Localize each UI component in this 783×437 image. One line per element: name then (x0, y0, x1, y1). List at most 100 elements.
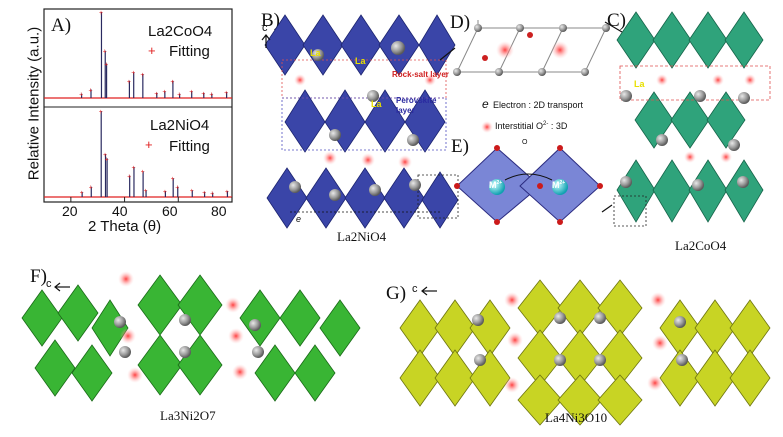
xrd-fit-marker: + (104, 62, 108, 69)
xrd-fit-marker: + (105, 156, 109, 163)
xrd-fit-marker: + (127, 79, 131, 86)
g-la-atoms (472, 312, 688, 366)
xrd-fit-marker: + (225, 189, 229, 196)
xrd-bottom-formula: La2NiO4 (150, 117, 210, 134)
xrd-fit-marker: + (89, 87, 93, 94)
c-la-atoms (620, 90, 750, 191)
d-legend-interstitial-sup: 2- (543, 121, 549, 127)
b-la-label-1: La (310, 48, 321, 58)
e-metal-label-left: M2+ (489, 180, 502, 190)
f-interstitial-oxygen (118, 271, 248, 383)
xrd-fit-marker: + (99, 10, 103, 17)
f-caption: La3Ni2O7 (160, 408, 216, 423)
d-lattice-atoms (453, 24, 610, 76)
b-interstitial-oxygen (294, 74, 436, 169)
xrd-fit-marker: + (177, 92, 181, 99)
xrd-fit-marker: + (209, 92, 213, 99)
b-rocksalt-label: Rock-salt layer (392, 70, 449, 79)
xrd-fit-marker: + (162, 89, 166, 96)
xrd-fit-marker: + (171, 176, 175, 183)
xrd-fit-marker: + (154, 91, 158, 98)
xrd-fit-marker: + (99, 109, 103, 116)
xrd-fit-marker: + (79, 92, 83, 99)
c-caption: La2CoO4 (675, 238, 727, 253)
xrd-tick-20: 20 (62, 203, 78, 219)
panel-label-d: D) (450, 12, 471, 33)
xrd-fit-marker: + (190, 188, 194, 195)
xrd-fit-marker: + (163, 189, 167, 196)
xrd-fit-marker: + (170, 79, 174, 86)
b-electron-label: e (296, 214, 302, 224)
d-legend-interstitial: Interstitial O2- : 3D (495, 121, 567, 131)
e-hop-arrows (504, 173, 553, 181)
panel-label-g: G) (386, 283, 407, 304)
c-interstitial-oxygen (656, 74, 756, 163)
xrd-top-fitting-label: Fitting (169, 43, 210, 60)
xrd-fit-marker: + (202, 190, 206, 197)
b-perovskite-box (281, 97, 447, 151)
b-octa (344, 167, 386, 229)
xrd-chart: ++++++++++++++++++++++++++++++++ Relativ… (0, 0, 240, 250)
c-la-label: La (634, 79, 645, 89)
f-c-axis-arrow (54, 282, 70, 292)
xrd-fit-marker: + (103, 152, 107, 159)
xrd-fit-marker: + (131, 70, 135, 77)
xrd-tick-40: 40 (112, 203, 128, 219)
xrd-fit-marker: + (131, 165, 135, 172)
b-highlight-box (417, 174, 459, 219)
g-interstitial-oxygen (504, 292, 668, 393)
xrd-fit-marker: + (89, 185, 93, 192)
xrd-fit-marker: + (140, 72, 144, 79)
xrd-fit-marker: + (144, 188, 148, 195)
e-metal-label-right: M2+ (552, 180, 565, 190)
b-octa (421, 171, 459, 229)
d-legend-interstitial-suffix: : 3D (550, 121, 568, 131)
connector-arrows (439, 21, 623, 213)
b-octa (264, 14, 306, 76)
xrd-top-fitting-marker: + (148, 43, 156, 58)
e-metal-sup: 2+ (496, 180, 503, 186)
f-octahedra (21, 274, 361, 402)
b-octa (324, 89, 366, 153)
g-octahedra (399, 279, 771, 426)
xrd-fit-marker: + (189, 89, 193, 96)
b-la-label-2: La (355, 56, 366, 66)
e-octahedra (456, 147, 601, 223)
xrd-top-formula: La2CoO4 (148, 23, 213, 40)
c-highlight-box (613, 195, 647, 227)
panel-label-f: F) (30, 266, 47, 287)
f-la-atoms (114, 314, 264, 358)
b-octa (364, 89, 406, 153)
b-c-axis-arrow (261, 34, 271, 48)
g-caption: La4Ni3O10 (545, 410, 608, 425)
e-oxygen-label: O (522, 139, 528, 146)
xrd-fit-marker: + (141, 169, 145, 176)
xrd-fit-marker: + (80, 190, 84, 197)
xrd-plot: ++++++++++++++++++++++++++++++++ (43, 8, 233, 203)
xrd-fit-marker: + (201, 91, 205, 98)
b-c-axis-label: c (262, 22, 268, 34)
d-legend-electron-text: Electron : 2D transport (493, 100, 584, 110)
c-rocksalt-box (619, 65, 771, 101)
d-legend-electron-symbol: e (482, 97, 489, 111)
xrd-fit-marker: + (210, 191, 214, 198)
panel-label-a: A) (51, 15, 72, 36)
xrd-fit-marker: + (175, 185, 179, 192)
c-octahedra (616, 11, 764, 223)
d-legend-interstitial-text: Interstitial O (495, 121, 544, 131)
e-metal-atoms (489, 179, 568, 195)
b-la-atoms (289, 41, 421, 201)
e-metal-symbol: M (552, 180, 560, 190)
xrd-x-axis-label: 2 Theta (θ) (88, 218, 162, 235)
g-c-axis-arrow (421, 286, 437, 296)
xrd-tick-60: 60 (162, 203, 178, 219)
b-octa (340, 14, 382, 76)
e-metal-symbol: M (489, 180, 497, 190)
b-octa (305, 167, 347, 229)
xrd-bottom-fitting-marker: + (145, 137, 153, 152)
xrd-tick-80: 80 (211, 203, 227, 219)
g-c-axis-label: c (412, 283, 418, 295)
b-octa (284, 89, 326, 153)
e-oxygen-atoms (454, 145, 603, 225)
